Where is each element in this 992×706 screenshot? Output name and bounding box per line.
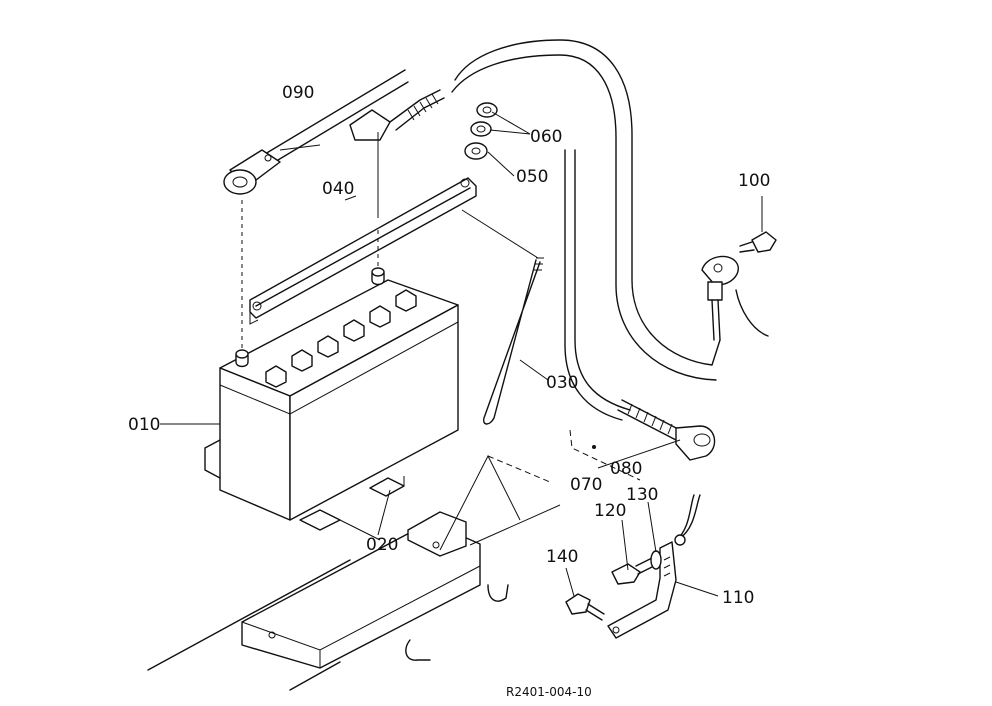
label-050: 050 (516, 167, 548, 187)
label-120: 120 (594, 501, 626, 521)
label-060: 060 (530, 127, 562, 147)
label-010: 010 (128, 415, 160, 435)
part-110-ground-strap (607, 494, 701, 639)
label-130: 130 (626, 485, 658, 505)
part-labels: 010 020 030 040 050 060 070 080 090 100 … (128, 83, 770, 699)
label-140: 140 (546, 547, 578, 567)
part-100-bolt (701, 231, 777, 341)
battery-caps (265, 289, 417, 388)
label-090: 090 (282, 83, 314, 103)
label-040: 040 (322, 179, 354, 199)
label-020: 020 (366, 535, 398, 555)
part-020-tray (204, 439, 405, 541)
label-030: 030 (546, 373, 578, 393)
part-090-cable (223, 69, 409, 195)
label-110: 110 (722, 588, 754, 608)
part-140-bolt (565, 593, 605, 621)
part-040-hold-down-bar (249, 177, 477, 325)
label-070: 070 (570, 475, 602, 495)
label-080: 080 (610, 459, 642, 479)
part-120-130-bolt-washer (611, 550, 662, 585)
part-080-cable-end (569, 399, 716, 481)
part-030-rod (461, 209, 544, 425)
main-cable (451, 39, 721, 421)
terminal-boot (349, 89, 445, 218)
part-010-battery (219, 200, 459, 521)
part-050-060-nuts (464, 102, 498, 160)
label-100: 100 (738, 171, 770, 191)
drawing-code: R2401-004-10 (506, 685, 592, 699)
frame-bracket (147, 454, 561, 691)
leader-lines (160, 111, 763, 597)
